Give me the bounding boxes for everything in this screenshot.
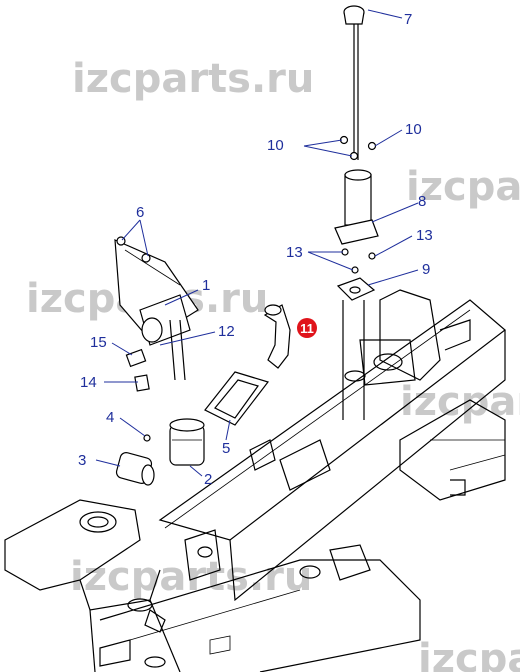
callout-11-badge bbox=[297, 318, 317, 338]
leader-lines bbox=[95, 9, 419, 477]
callout-13-right: 13 bbox=[416, 227, 433, 244]
callout-6: 6 bbox=[136, 204, 144, 221]
watermark-1: izcparts.ru bbox=[72, 56, 314, 102]
callout-15: 15 bbox=[90, 334, 107, 351]
callout-14: 14 bbox=[80, 374, 97, 391]
callout-10-left: 10 bbox=[267, 137, 284, 154]
callouts: 7 10 10 8 13 13 9 6 1 12 11 15 14 4 3 2 … bbox=[78, 11, 433, 488]
callout-5: 5 bbox=[222, 440, 230, 457]
callout-2: 2 bbox=[204, 471, 212, 488]
frame-drawing bbox=[4, 289, 506, 672]
callout-1: 1 bbox=[202, 277, 210, 294]
callout-7: 7 bbox=[404, 11, 412, 28]
callout-10-right: 10 bbox=[405, 121, 422, 138]
callout-3: 3 bbox=[78, 452, 86, 469]
callout-11: 11 bbox=[300, 321, 314, 336]
dipstick-assembly bbox=[334, 5, 379, 420]
callout-8: 8 bbox=[418, 193, 426, 210]
callout-12: 12 bbox=[218, 323, 235, 340]
hose-and-gasket bbox=[204, 304, 291, 426]
callout-9: 9 bbox=[422, 261, 430, 278]
callout-13-left: 13 bbox=[286, 244, 303, 261]
watermark-2: izcparts.ru bbox=[406, 164, 520, 210]
breather-group bbox=[114, 236, 205, 486]
watermark-6: izcparts.ru bbox=[418, 636, 520, 672]
callout-4: 4 bbox=[106, 409, 114, 426]
